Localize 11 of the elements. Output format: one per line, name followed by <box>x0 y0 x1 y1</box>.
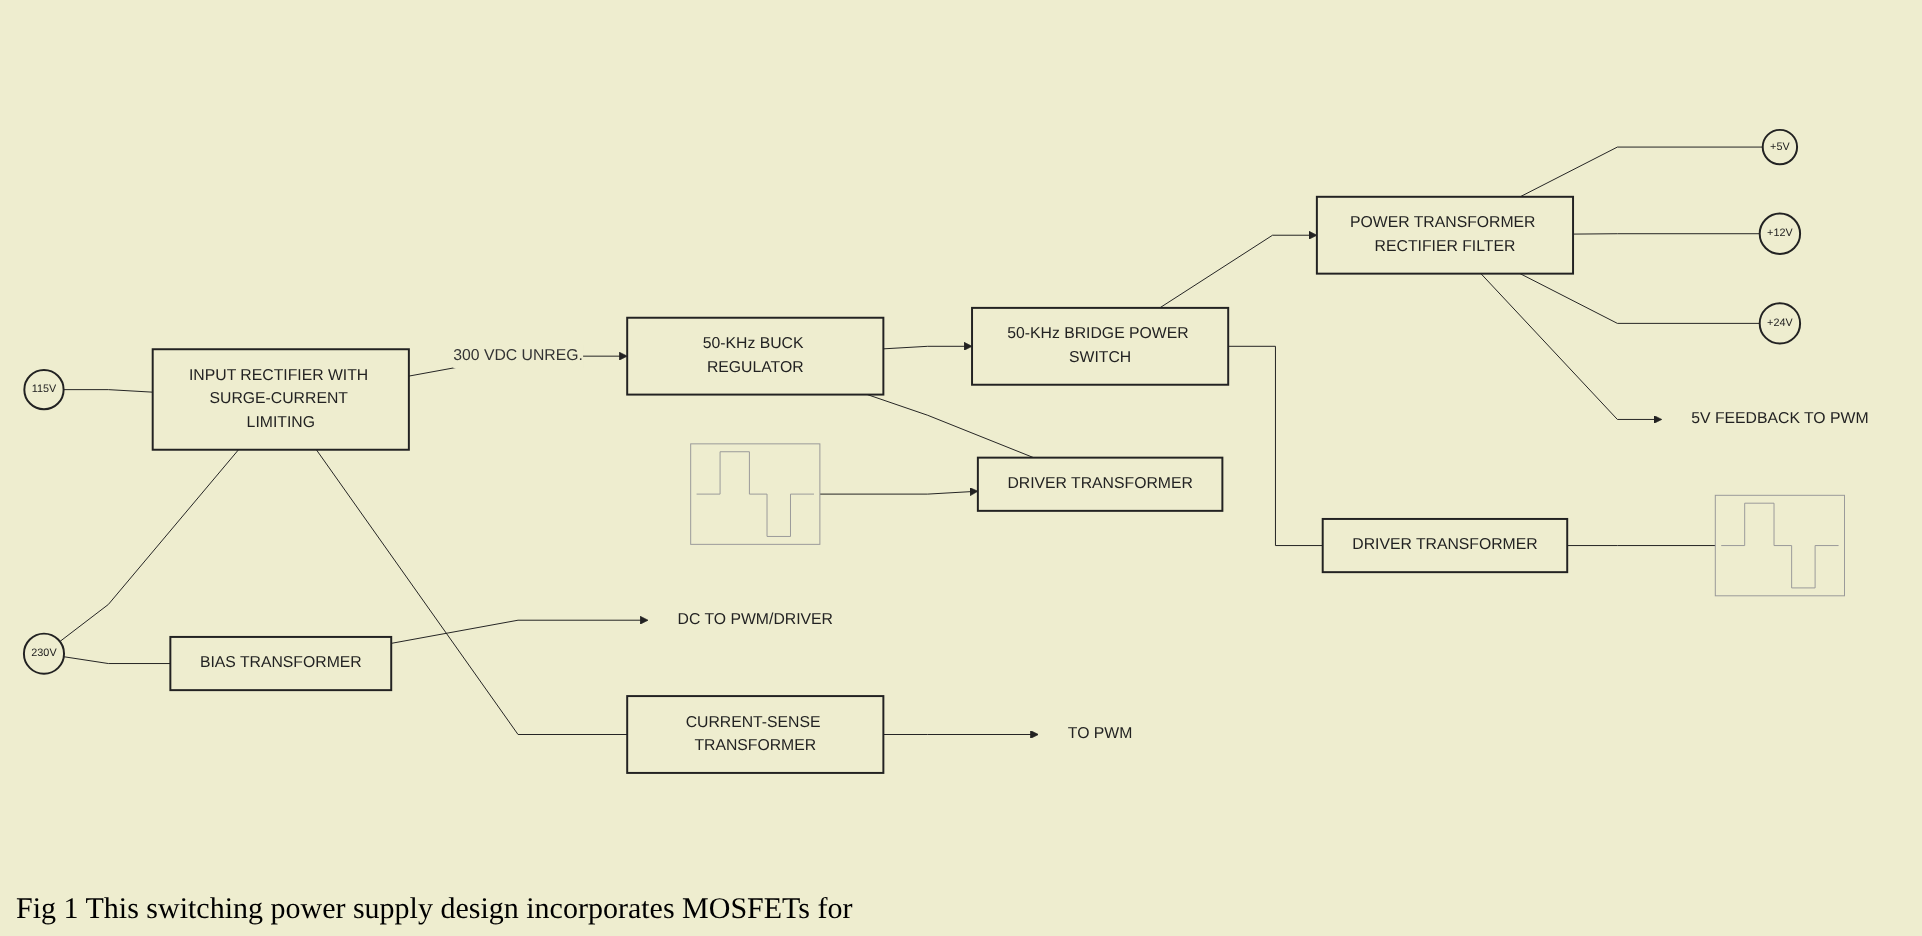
connector <box>63 388 154 393</box>
connector <box>1519 272 1761 324</box>
figure-caption: Fig 1 This switching power supply design incorporates MOSFETs for <box>16 894 853 926</box>
connector <box>1519 146 1764 197</box>
connector <box>59 448 239 642</box>
connector <box>1227 345 1324 546</box>
connector <box>1566 544 1716 546</box>
connector <box>63 655 171 664</box>
connector <box>866 393 1035 458</box>
connector <box>315 448 628 735</box>
connector <box>1572 232 1761 235</box>
